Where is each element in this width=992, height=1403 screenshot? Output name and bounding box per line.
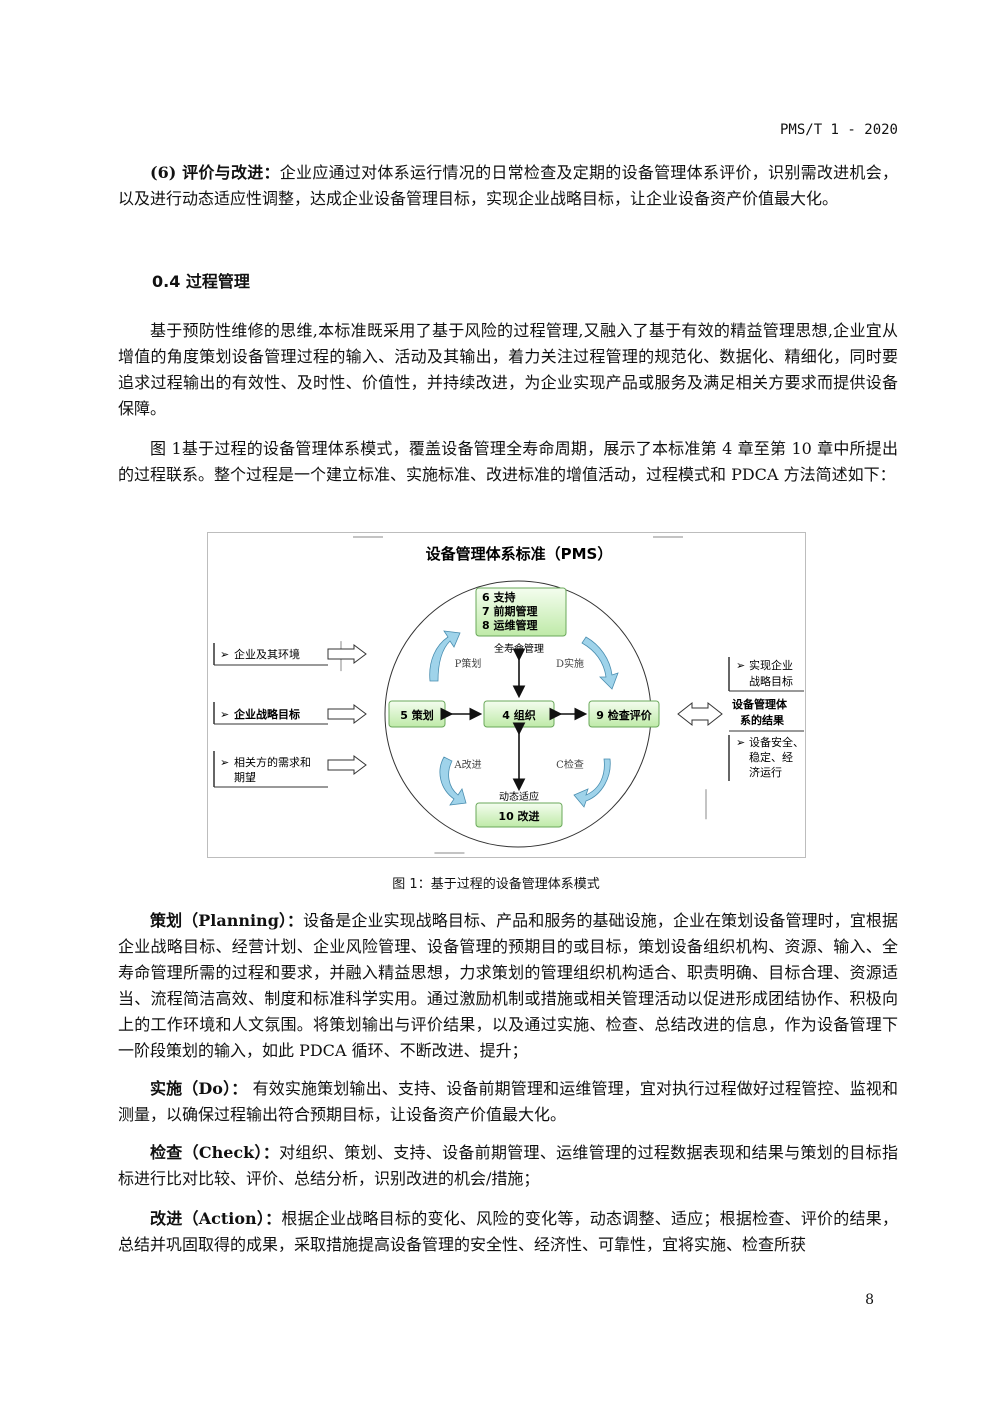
- paragraph-text: 根据企业战略目标的变化、风险的变化等，动态调整、适应；根据检查、评价的结果，总结…: [118, 1209, 898, 1254]
- paragraph-text: 企业应通过对体系运行情况的日常检查及定期的设备管理体系评价，识别需改进机会，以及…: [118, 163, 898, 208]
- paragraph-check: 检查（Check）：对组织、策划、支持、设备前期管理、运维管理的过程数据表现和结…: [118, 1140, 898, 1192]
- paragraph-lead: 策划（Planning）：: [150, 911, 304, 930]
- output-2-marker: ➢: [736, 736, 745, 749]
- check-box: [588, 700, 660, 728]
- paragraph-text: 设备是企业实现战略目标、产品和服务的基础设施，企业在策划设备管理时，宜根据企业战…: [118, 911, 898, 1060]
- input-3-text-1: 相关方的需求和: [234, 755, 311, 769]
- paragraph-lead: (6) 评价与改进：: [150, 163, 280, 182]
- paragraph-intro: 基于预防性维修的思维,本标准既采用了基于风险的过程管理,又融入了基于有效的精益管…: [118, 321, 898, 418]
- improve-box: [475, 802, 563, 828]
- section-heading-0-4: 0.4 过程管理: [152, 272, 250, 291]
- process-model-figure: 设备管理体系标准（PMS） 6 支持 7 前期管理 8 运维管理 全寿命管理 P…: [207, 532, 806, 858]
- input-2-arrow: [327, 704, 367, 724]
- d-label: D实施: [556, 657, 584, 670]
- dynamic-label: 动态适应: [499, 790, 539, 803]
- top-box-line-1: 6 支持: [482, 590, 515, 604]
- top-box-line-3: 8 运维管理: [482, 618, 537, 632]
- output-2-text-2: 稳定、经: [749, 750, 793, 764]
- input-3-text-2: 期望: [234, 771, 256, 784]
- a-label: A改进: [453, 758, 481, 771]
- c-curve-arrow: [573, 758, 611, 808]
- input-3-marker: ➢: [220, 756, 229, 769]
- paragraph-lead: 检查（Check）：: [150, 1143, 280, 1162]
- lifecycle-label: 全寿命管理: [494, 642, 544, 655]
- input-2-text: 企业战略目标: [233, 707, 300, 721]
- a-curve-arrow: [439, 756, 467, 806]
- paragraph-planning: 策划（Planning）：设备是企业实现战略目标、产品和服务的基础设施，企业在策…: [118, 908, 898, 1064]
- output-1-text-1: 实现企业: [749, 658, 793, 672]
- c-label: C检查: [556, 758, 584, 771]
- output-arrow: [677, 701, 723, 727]
- paragraph-evaluation: (6) 评价与改进：企业应通过对体系运行情况的日常检查及定期的设备管理体系评价，…: [118, 160, 898, 212]
- improve-box-label: 10 改进: [498, 809, 539, 823]
- output-1-marker: ➢: [736, 659, 745, 672]
- top-box-line-2: 7 前期管理: [482, 604, 537, 618]
- check-box-label: 9 检查评价: [596, 708, 652, 722]
- input-1-marker: ➢: [220, 648, 229, 661]
- document-code: PMS/T 1 - 2020: [779, 122, 898, 138]
- d-curve-arrow: [581, 636, 619, 690]
- top-box: [475, 587, 567, 637]
- paragraph-do: 实施（Do）： 有效实施策划输出、支持、设备前期管理和运维管理，宜对执行过程做好…: [118, 1076, 898, 1128]
- output-1-text-2: 战略目标: [749, 674, 793, 688]
- output-2-text-1: 设备安全、: [749, 735, 804, 749]
- process-model-diagram: 设备管理体系标准（PMS） 6 支持 7 前期管理 8 运维管理 全寿命管理 P…: [213, 536, 804, 854]
- page-number: 8: [865, 1292, 874, 1308]
- paragraph-text: 对组织、策划、支持、设备前期管理、运维管理的过程数据表现和结果与策划的目标指标进…: [118, 1143, 898, 1188]
- paragraph-action: 改进（Action）：根据企业战略目标的变化、风险的变化等，动态调整、适应；根据…: [118, 1206, 898, 1258]
- paragraph-lead: 改进（Action）：: [150, 1209, 282, 1228]
- input-1-text: 企业及其环境: [234, 647, 300, 661]
- plan-box-label: 5 策划: [400, 708, 433, 722]
- p-label: P策划: [455, 657, 482, 670]
- output-2-text-3: 济运行: [749, 765, 782, 779]
- output-result-text-2: 系的结果: [740, 713, 784, 727]
- output-result-text-1: 设备管理体: [732, 697, 788, 711]
- figure-title: 设备管理体系标准（PMS）: [426, 545, 613, 563]
- paragraph-lead: 实施（Do）：: [150, 1079, 248, 1098]
- input-3-arrow: [327, 755, 367, 775]
- paragraph-figure-reference: 图 1基于过程的设备管理体系模式，覆盖设备管理全寿命周期，展示了本标准第 4 章…: [118, 439, 898, 484]
- figure-caption: 图 1：基于过程的设备管理体系模式: [392, 877, 600, 892]
- paragraph-text: 有效实施策划输出、支持、设备前期管理和运维管理，宜对执行过程做好过程管控、监视和…: [118, 1079, 898, 1124]
- org-box-label: 4 组织: [502, 708, 535, 722]
- input-2-marker: ➢: [220, 708, 229, 721]
- input-1-arrow: [327, 644, 367, 664]
- p-curve-arrow: [429, 630, 461, 682]
